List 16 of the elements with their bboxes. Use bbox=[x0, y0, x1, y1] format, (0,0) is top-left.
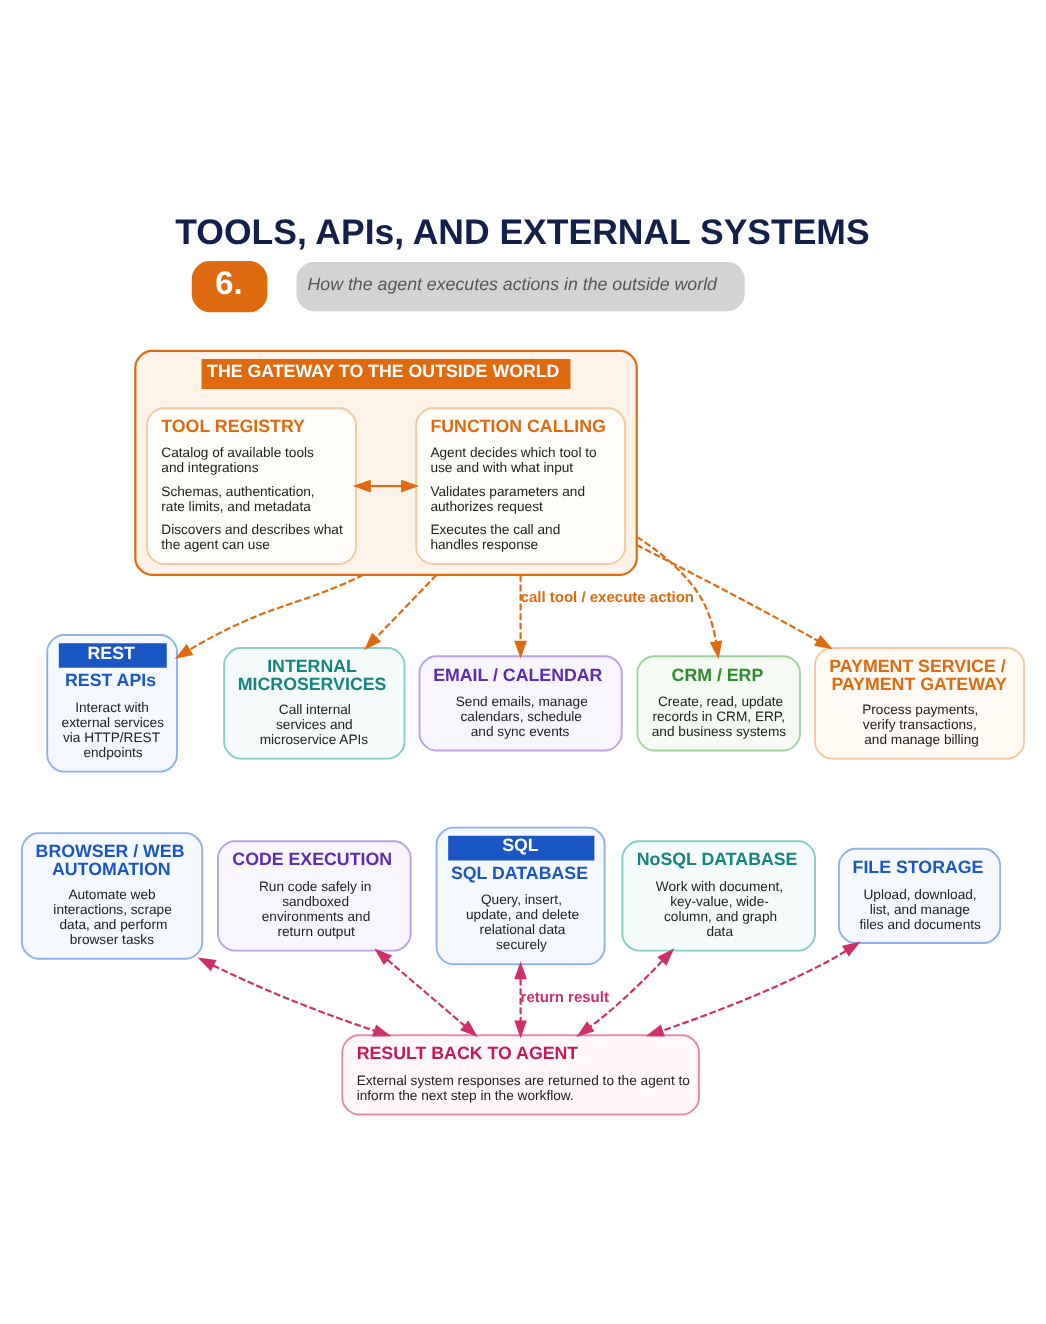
label: 6. bbox=[215, 264, 243, 301]
arrow bbox=[636, 534, 723, 659]
arrow bbox=[364, 573, 438, 650]
arrow bbox=[514, 573, 527, 658]
arrow bbox=[174, 572, 364, 658]
edge-label: return result bbox=[520, 987, 609, 1006]
label: How the agent executes actions in the outside world bbox=[307, 272, 717, 293]
arrow bbox=[197, 956, 392, 1036]
arrow bbox=[374, 947, 478, 1037]
arrow bbox=[352, 478, 420, 492]
diagram-title: TOOLS, APIs, AND EXTERNAL SYSTEMS bbox=[175, 210, 870, 251]
arrow bbox=[576, 947, 675, 1036]
arrow bbox=[645, 940, 861, 1036]
arrow bbox=[636, 543, 833, 649]
edge-label: call tool / execute action bbox=[520, 586, 695, 605]
arrow bbox=[514, 960, 527, 1038]
